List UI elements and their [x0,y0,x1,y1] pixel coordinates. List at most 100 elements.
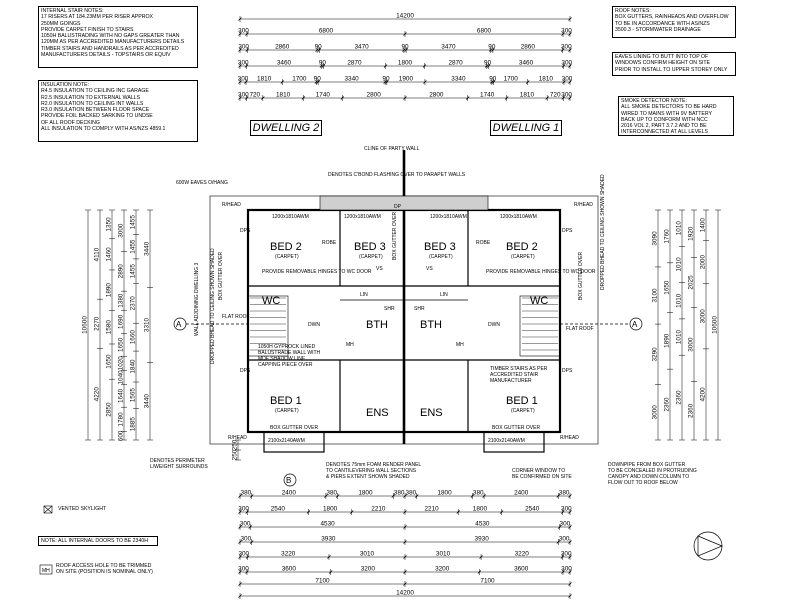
room-name: BTH [420,319,442,331]
projecting-bay-left [263,431,325,453]
stair-void-right [519,295,561,357]
dimension-label: 1920 [688,226,695,241]
dimension-label: 3200 [435,566,450,573]
dwn-label: DWN [488,322,500,328]
dimension-tick [238,80,242,84]
stair-note-line: 17 RISERS AT 184.23mm PER RISER APPROX [41,14,153,21]
dimension-tick [324,494,328,498]
stair-note-line: TIMBER STAIRS AND HANDRAILS AS PER ACCRE… [41,45,179,52]
dimension-tick [301,96,306,100]
dimension-label: 6800 [319,28,334,35]
dimension-label: 300 [560,521,571,528]
dimension-tick [245,555,250,559]
box-gutter-label: BOX GUTTER OVER [578,252,584,300]
dimension-label: 3460 [519,60,534,67]
dimension-tick [568,17,572,21]
dimension-label: 3440 [144,394,151,409]
dimension-label: 2360 [664,397,671,412]
window-label: 1200x1810AWM [500,214,537,220]
dimension-label: 2000 [700,255,707,270]
dimension-tick [238,594,242,598]
dimension-tick [568,582,572,586]
dimension-label: 300 [561,551,572,558]
dimension-tick [525,80,530,84]
dimension-label: 3010 [360,551,375,558]
dimension-tick [238,540,242,544]
downpipe-label: CANOPY AND DOWN COLUMN TO [608,474,689,480]
dimension-label: 300 [238,28,249,35]
corner-window-label: CORNER WINDOW TO [512,468,565,474]
room-name: WC [530,295,548,307]
smoke-notes-title: SMOKE DETECTOR NOTE: [621,98,687,104]
window-label: 1200x1810AWM [344,214,381,220]
dimension-tick [245,32,249,36]
removable-hinges-label: PROVIDE REMOVABLE HINGES TO WC DOOR [486,269,596,275]
flat-roof-label: FLAT ROOF [222,314,250,320]
dimension-label: 1740 [316,92,331,99]
dimension-label: 3000 [688,337,695,352]
dimension-label: 1810 [257,76,272,83]
dimension-label: 2210 [425,506,440,513]
gyprock-label: MDF SHADOW LINE [258,356,306,362]
dimension-label: 300 [561,92,572,99]
dimension-label: 3340 [451,76,466,83]
dimension-tick [561,32,565,36]
roof-access-symbol-label: MH [42,568,50,574]
dimension-label: 380 [326,490,337,497]
room-finish: (CARPET) [511,408,535,414]
dimension-label: 600 [118,430,125,441]
dimension-label: 4530 [475,521,490,528]
dimension-tick [317,48,322,52]
wall-adjoining-label: WALL ADJOINING DWELLING 3 [194,263,200,336]
dimension-label: 300 [238,60,249,67]
dimension-label: 2870 [347,60,362,67]
dimension-label: 1885 [130,417,137,432]
dimension-label: 300 [238,92,249,99]
dimension-label: 1580 [106,320,113,335]
room-name: BED 1 [506,395,538,407]
dimension-tick [499,510,504,514]
dimension-tick [280,80,285,84]
dimension-tick [422,64,427,68]
dimension-label: 2540 [525,506,540,513]
insulation-note-line: R4.5 INSULATION TO CEILING INC GARAGE [41,88,149,95]
shr-label: SHR [384,306,395,312]
building-outline [209,150,599,453]
stair-note-line: 1050H BALUSTRADING WITH NO GAPS GREATER … [41,33,180,40]
dimension-label: 720 [249,92,260,99]
section-a-label: A [176,320,182,329]
downpipe-label: FLOW OUT TO ROOF BELOW [608,480,678,486]
dimension-label: 2870 [448,60,463,67]
dimension-label: 1660 [130,330,137,345]
room-name: ENS [420,407,443,419]
dimension-label: 3310 [144,317,151,332]
eaves-note-line: PRIOR TO INSTALL TO UPPER STOREY ONLY [615,66,728,73]
corner-window-label: BE CONFIRMED ON SITE [512,474,572,480]
cbond-label: DENOTES C'BOND FLASHING OVER TO PARAPET … [328,172,466,178]
dimension-tick [261,96,265,100]
removable-hinges-label: PROVIDE REMOVABLE HINGES TO WC DOOR [262,269,372,275]
dimension-label: 90 [401,44,409,51]
dimension-label: 1740 [480,92,495,99]
dimension-tick [491,48,495,52]
dimension-label: 4110 [94,247,101,261]
dimension-tick [560,48,565,52]
dimension-tick [568,525,572,529]
dropped-bhead-label: DROPPED BHEAD TO CEILING SHOWN SHADED [600,174,606,290]
dimension-label: 2540 [271,506,286,513]
dimension-tick [238,582,242,586]
timber-stairs-label: MANUFACTURER [490,378,532,384]
dimension-label: 300 [238,566,249,573]
dimension-label: 250 [232,449,239,460]
dimension-tick [479,555,483,559]
dimension-tick [456,510,461,514]
roof-note-line: 3500.3 - STORMWATER DRAINAGE [615,26,701,33]
dimension-tick [561,64,566,68]
dimension-label: 3010 [436,551,451,558]
legend-symbols [39,505,53,575]
dimension-label: 3600 [282,566,297,573]
dimension-tick [403,510,407,514]
dimension-label: 3220 [281,551,296,558]
dimension-tick [245,510,250,514]
dimension-label: 1650 [106,354,113,369]
